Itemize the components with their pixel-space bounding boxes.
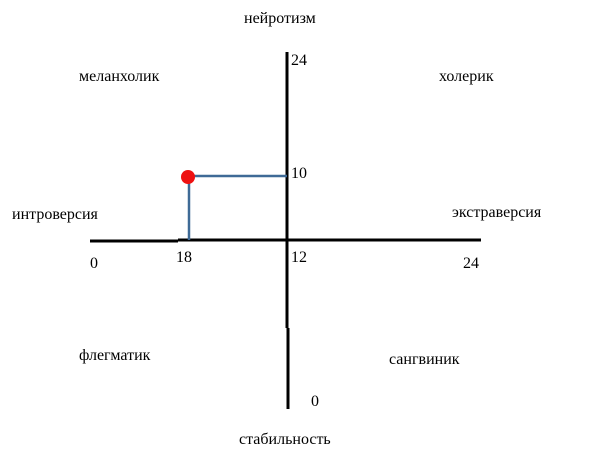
quadrant-label-phlegmatic: флегматик — [79, 347, 151, 364]
quadrant-label-choleric: холерик — [439, 68, 494, 85]
axis-label-right: экстраверсия — [452, 204, 542, 221]
tick-label-x-min: 0 — [90, 255, 98, 272]
tick-label-y-point: 10 — [291, 165, 307, 182]
tick-label-y-min: 0 — [311, 393, 319, 410]
quadrant-label-sanguine: сангвиник — [389, 351, 460, 368]
quadrant-label-melancholic: меланхолик — [79, 68, 160, 85]
axis-label-bottom: стабильность — [239, 431, 331, 448]
data-point — [181, 170, 195, 184]
tick-label-y-max: 24 — [291, 52, 307, 69]
axis-label-top: нейротизм — [244, 10, 316, 27]
tick-label-x-point: 18 — [176, 249, 192, 266]
axis-label-left: интроверсия — [12, 206, 98, 223]
tick-label-x-max: 24 — [463, 255, 479, 272]
tick-label-x-center: 12 — [291, 249, 307, 266]
